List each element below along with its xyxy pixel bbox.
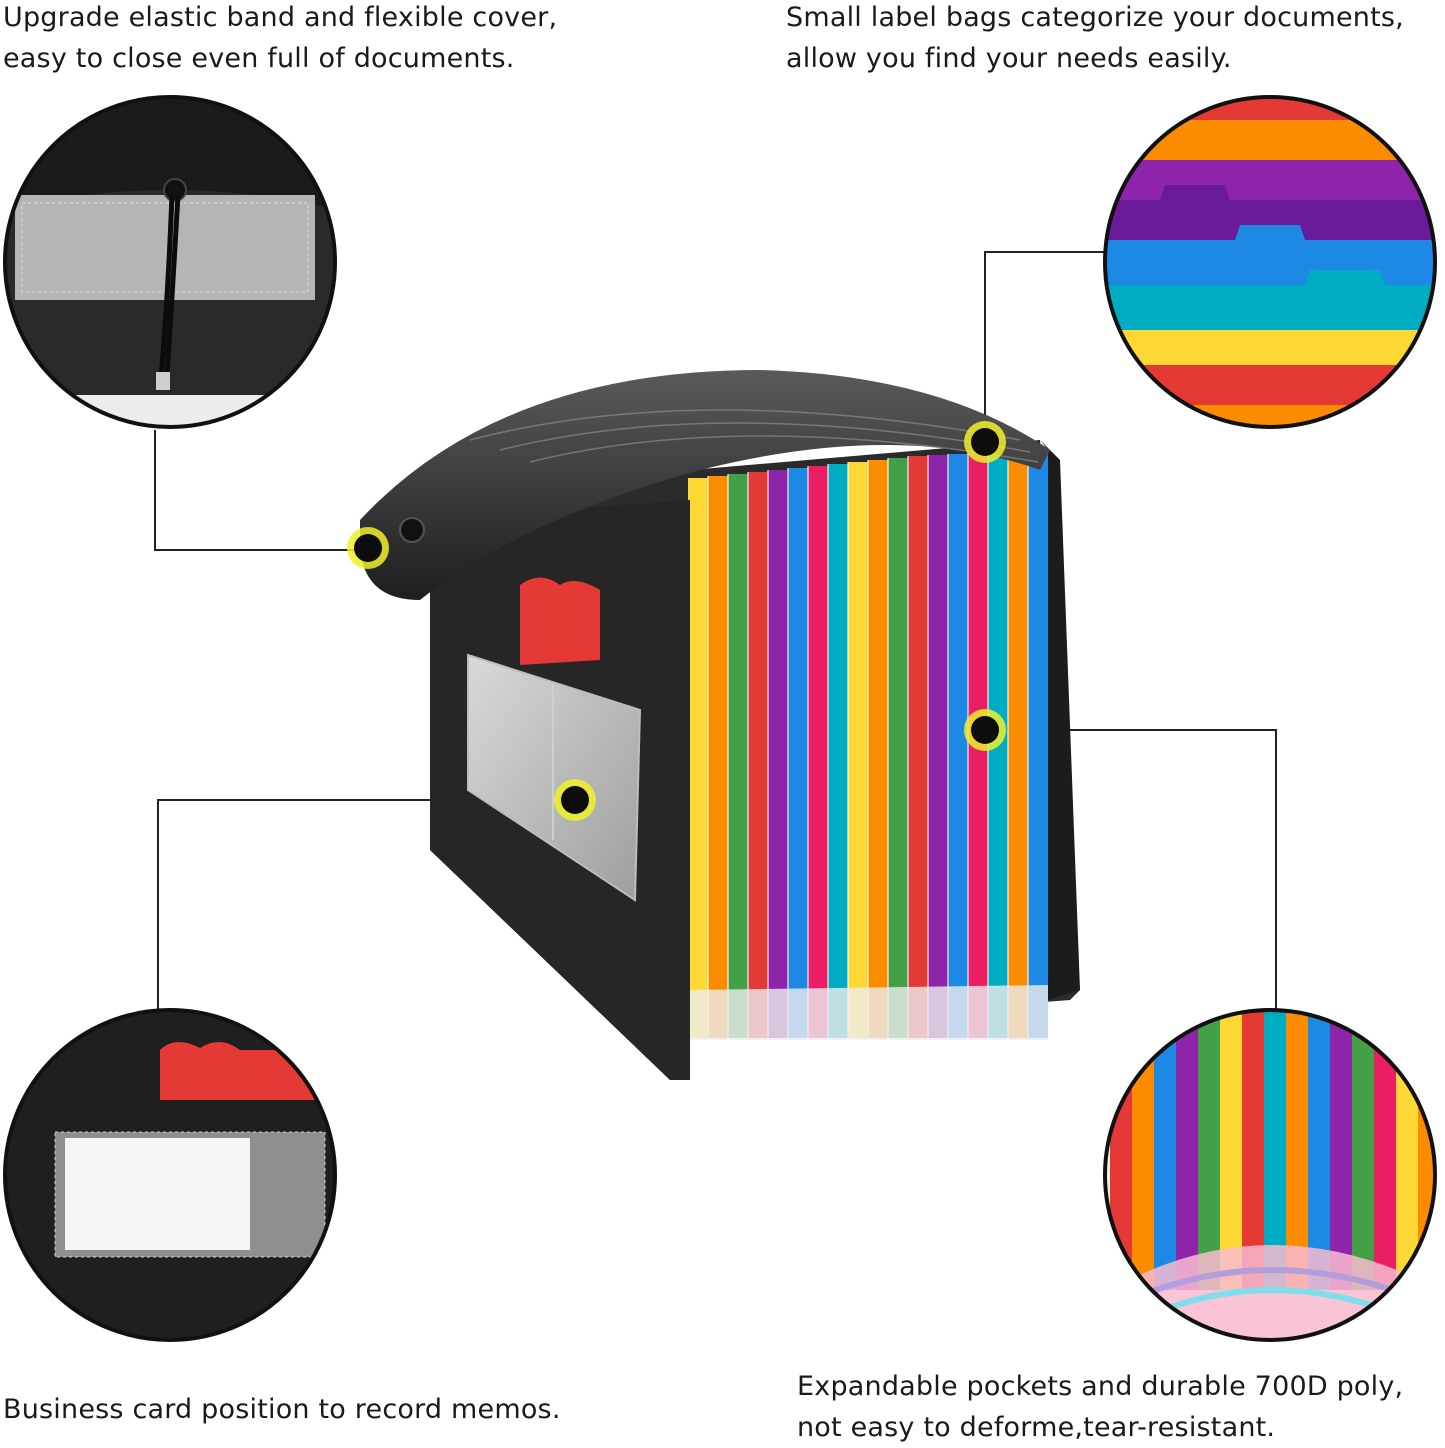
pocket-bottom-gusset (688, 985, 1048, 1040)
pocket-dividers (707, 450, 1029, 1038)
caption-business-card: Business card position to record memos. (3, 1389, 561, 1430)
accordion-file-folder (360, 370, 1080, 1080)
zoom-circle-business-card (5, 1010, 335, 1340)
callout-markers (347, 421, 1006, 821)
flap-ridges (469, 409, 1039, 463)
zoom-circle-border (1103, 95, 1437, 429)
caption-line: Expandable pockets and durable 700D poly… (797, 1371, 1404, 1402)
leader-line-bottom-right (985, 729, 1277, 1012)
caption-expandable-pockets: Expandable pockets and durable 700D poly… (797, 1366, 1403, 1448)
caption-line: Business card position to record memos. (3, 1394, 561, 1425)
caption-line: not easy to deforme,tear-resistant. (797, 1412, 1276, 1443)
zoom-circle-border (1103, 1008, 1437, 1342)
callout-dot-icon (964, 421, 1006, 463)
leader-line-top-right (984, 251, 1110, 442)
colored-pockets (688, 450, 1048, 1038)
caption-elastic-band: Upgrade elastic band and flexible cover,… (3, 0, 557, 79)
folder-flap (360, 370, 1050, 600)
zoom-circle-border (3, 95, 337, 429)
folder-right-edge (1040, 440, 1080, 1000)
red-tab-cutout (520, 577, 600, 665)
zoom-circle-label-tabs (1105, 97, 1435, 427)
callout-dot-icon (964, 709, 1006, 751)
caption-label-bags: Small label bags categorize your documen… (786, 0, 1404, 79)
callout-dot-icon (554, 779, 596, 821)
caption-line: allow you find your needs easily. (786, 43, 1232, 74)
callout-dot-icon (347, 527, 389, 569)
zoom-circle-border (3, 1008, 337, 1342)
caption-line: easy to close even full of documents. (3, 43, 515, 74)
zoom-circle-elastic-band (5, 97, 335, 427)
closure-button-icon (399, 517, 425, 543)
leader-lines (154, 251, 1277, 1012)
zoom-circle-expandable-pockets (1105, 1010, 1435, 1340)
caption-line: Upgrade elastic band and flexible cover, (3, 2, 558, 33)
leader-line-top-left (154, 430, 368, 551)
caption-line: Small label bags categorize your documen… (786, 2, 1404, 33)
